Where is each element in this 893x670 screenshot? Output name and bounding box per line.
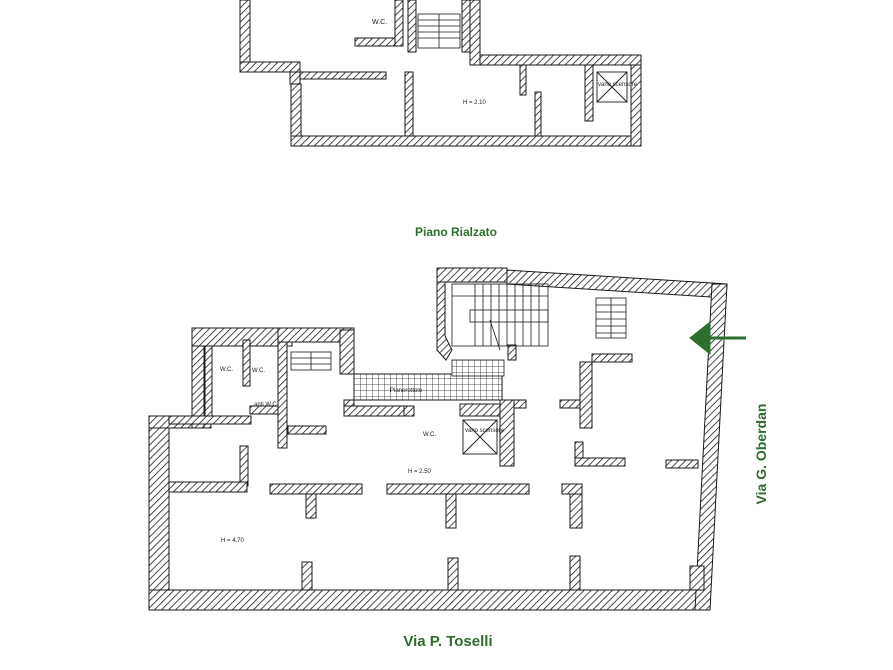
- entrance-arrow-icon: [689, 320, 746, 356]
- street-east-label: Via G. Oberdan: [753, 404, 769, 505]
- landing-label: Pianerottolo: [390, 388, 423, 394]
- street-south-label: Via P. Toselli: [403, 633, 492, 650]
- floor-title: Piano Rialzato: [415, 225, 497, 239]
- wc-mid-label: W.C.: [252, 368, 265, 374]
- upper-wc-label: W.C.: [372, 19, 387, 26]
- wc-center-label: W.C.: [423, 432, 436, 438]
- main-floor-corridor: Pianerottolo: [353, 359, 505, 401]
- anti-wc-label: anti W.C.: [254, 402, 279, 408]
- main-floor-staircase: [290, 283, 627, 371]
- main-floor-shaft: [462, 419, 498, 455]
- main-floor-exterior-walls: [148, 267, 728, 611]
- main-shaft-label: vano scensore: [465, 428, 505, 434]
- upper-floor-plan: W.C. H = 2.10 vano scensore: [239, 0, 642, 147]
- upper-shaft-label: vano scensore: [598, 82, 638, 88]
- wc-left-label: W.C.: [220, 367, 233, 373]
- upper-height-label: H = 2.10: [463, 100, 487, 106]
- main-floor-plan: Pianerottolo: [148, 267, 728, 611]
- main-floor-interior-walls: [168, 339, 705, 591]
- height-main-label: H = 2.50: [408, 469, 432, 475]
- upper-floor-shaft: [596, 71, 628, 103]
- upper-floor-stair: [417, 13, 461, 49]
- height-left-label: H = 4.70: [221, 538, 245, 544]
- upper-floor-walls: [239, 0, 642, 147]
